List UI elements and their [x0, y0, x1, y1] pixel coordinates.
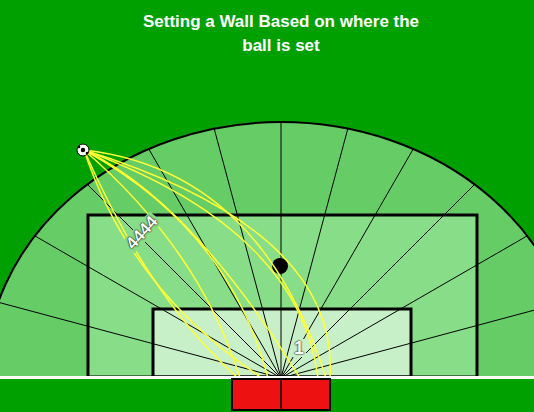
diagram-title: Setting a Wall Based on where the ball i…: [134, 10, 428, 58]
goal-box-line: [153, 309, 411, 377]
radial-line: [281, 0, 462, 377]
goal: [232, 379, 330, 410]
goal-area: [153, 309, 411, 377]
radial-line: [0, 28, 281, 377]
radial-line: [281, 0, 534, 377]
radial-line: [281, 28, 534, 377]
callout-number: 1: [292, 339, 306, 357]
shot-curves: [84, 150, 330, 377]
radial-lines: [0, 0, 534, 377]
radial-line: [281, 0, 282, 377]
radial-line: [281, 0, 534, 377]
radial-line: [281, 197, 534, 377]
arc-region: [0, 122, 534, 377]
ball: [77, 144, 89, 156]
radial-line: [0, 0, 281, 377]
radial-line: [0, 0, 281, 377]
goal-center-line: [280, 379, 282, 410]
